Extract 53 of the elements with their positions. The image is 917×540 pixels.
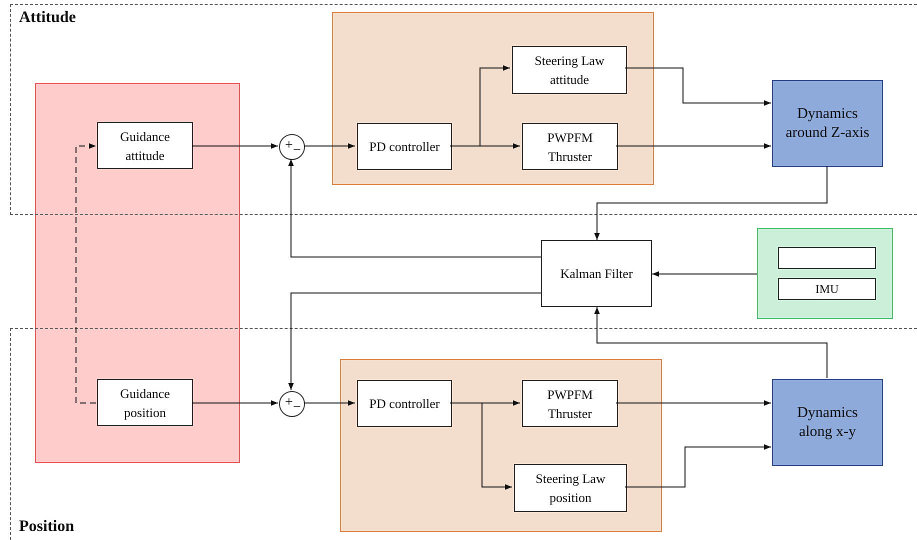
sensor-box bbox=[778, 278, 876, 300]
block-label: PWPFM Thruster bbox=[546, 128, 594, 166]
arrow bbox=[192, 400, 278, 406]
dynamics-block bbox=[772, 80, 883, 167]
dynamics-block bbox=[772, 379, 883, 466]
block-label: Kalman Filter bbox=[560, 265, 633, 283]
block-label: Steering Law attitude bbox=[534, 52, 606, 89]
process-box bbox=[522, 123, 618, 170]
arrow bbox=[616, 143, 772, 149]
block-label: Steering Law position bbox=[534, 470, 606, 507]
sign-label: − bbox=[293, 144, 301, 158]
process-box bbox=[97, 122, 193, 169]
arrow bbox=[616, 400, 772, 406]
process-box bbox=[357, 123, 452, 170]
controller-panel bbox=[340, 359, 662, 532]
process-box bbox=[512, 46, 627, 94]
block-label: Dynamics around Z-axis bbox=[784, 104, 870, 142]
arrow bbox=[624, 444, 772, 488]
block-label: PD controller bbox=[369, 395, 440, 413]
block-label: Guidance position bbox=[119, 384, 171, 422]
arrow bbox=[304, 400, 356, 406]
arrow bbox=[594, 306, 828, 378]
region-label: Attitude bbox=[19, 9, 76, 27]
arrow bbox=[288, 292, 542, 390]
process-box bbox=[522, 380, 618, 427]
arrow bbox=[304, 143, 356, 149]
arrow bbox=[76, 143, 96, 404]
region-frame bbox=[10, 328, 917, 540]
arrow bbox=[288, 158, 542, 258]
arrow bbox=[624, 68, 772, 106]
controller-panel bbox=[332, 12, 654, 185]
process-box bbox=[541, 240, 652, 307]
arrow bbox=[192, 143, 278, 149]
arrow bbox=[594, 166, 828, 240]
block-label: Dynamics along x-y bbox=[796, 404, 859, 442]
process-box bbox=[97, 379, 193, 426]
summing-junction bbox=[279, 391, 305, 417]
block-label: IMU bbox=[815, 280, 839, 298]
sensor-box bbox=[778, 247, 876, 269]
process-box bbox=[514, 464, 627, 512]
region-label: Position bbox=[19, 518, 74, 536]
block-label: Guidance attitude bbox=[119, 128, 171, 164]
sensor-panel bbox=[757, 228, 893, 319]
region-frame bbox=[10, 4, 917, 215]
summing-junction bbox=[279, 134, 305, 160]
sign-label: + bbox=[285, 139, 293, 153]
process-box bbox=[357, 380, 452, 427]
sign-label: + bbox=[285, 396, 293, 410]
arrow bbox=[450, 402, 512, 490]
block-label: PD controller bbox=[369, 138, 440, 156]
sign-label: − bbox=[293, 401, 301, 415]
block-label: PWPFM Thruster bbox=[546, 386, 594, 422]
arrow bbox=[652, 271, 758, 277]
